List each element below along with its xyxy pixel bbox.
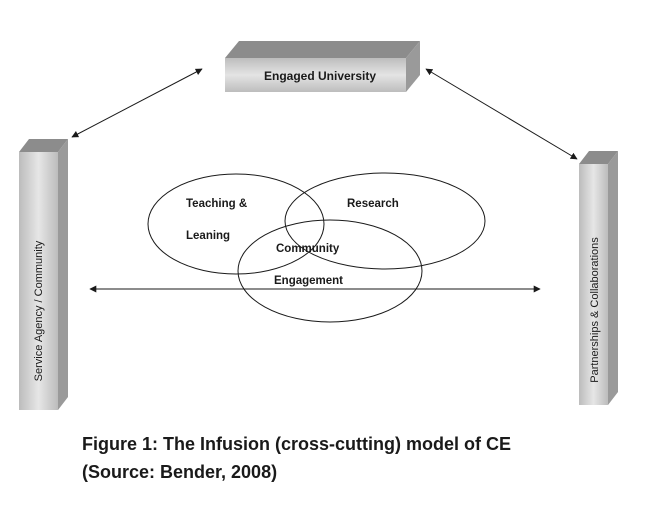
research-circle bbox=[284, 172, 486, 270]
partnerships-label: Partnerships & Collaborations bbox=[589, 237, 601, 383]
community-label-line1: Community bbox=[276, 243, 340, 255]
teaching-label-line2: Leaning bbox=[186, 230, 230, 242]
teaching-learning-circle bbox=[147, 173, 325, 275]
community-engagement-circle bbox=[237, 219, 423, 323]
engaged-university-box-top bbox=[225, 41, 420, 58]
engaged-university-box-front bbox=[225, 58, 406, 92]
caption-title: Figure 1: The Infusion (cross-cutting) m… bbox=[82, 434, 512, 454]
arrow-left-pillar-to-top-box bbox=[71, 68, 203, 138]
caption-source: (Source: Bender, 2008) bbox=[82, 462, 278, 482]
service-agency-pillar-front bbox=[19, 152, 58, 410]
service-agency-label: Service Agency / Community bbox=[33, 240, 45, 381]
engaged-university-box-side bbox=[406, 41, 420, 92]
service-agency-pillar-side bbox=[58, 139, 68, 410]
partnerships-pillar-side bbox=[608, 151, 618, 405]
service-agency-pillar: Service Agency / Community bbox=[19, 139, 68, 410]
teaching-label-line1: Teaching & bbox=[186, 198, 247, 210]
partnerships-pillar-top bbox=[579, 151, 618, 164]
research-label: Research bbox=[347, 198, 399, 210]
engaged-university-box: Engaged University bbox=[225, 41, 420, 92]
engaged-university-label: Engaged University bbox=[264, 69, 376, 83]
figure-caption: Figure 1: The Infusion (cross-cutting) m… bbox=[82, 430, 642, 486]
partnerships-pillar: Partnerships & Collaborations bbox=[579, 151, 618, 405]
partnerships-pillar-front bbox=[579, 164, 608, 405]
arrow-top-box-to-right-pillar bbox=[425, 68, 578, 160]
service-agency-pillar-top bbox=[19, 139, 68, 152]
community-label-line2: Engagement bbox=[274, 275, 343, 287]
